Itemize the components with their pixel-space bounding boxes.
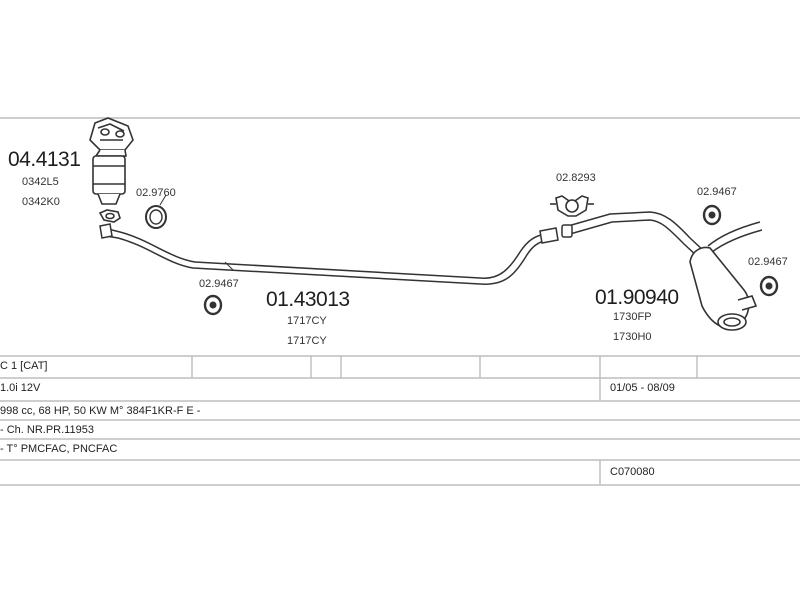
catalyst-code-1: 0342L5 [22, 176, 59, 188]
rear-rubber-hanger-top [702, 204, 722, 226]
rear-silencer-part-number: 01.90940 [595, 286, 679, 309]
spec-chassis: - Ch. NR.PR.11953 [0, 424, 94, 436]
front-rubber-hanger [203, 294, 223, 316]
spec-type: - T° PMCFAC, PNCFAC [0, 443, 118, 455]
front-hanger-part-number: 02.9467 [199, 278, 239, 290]
catalyst-part-number: 04.4131 [8, 148, 81, 171]
rear-silencer [689, 246, 758, 331]
clamp [550, 195, 594, 217]
catalyst-outlet-gasket [98, 209, 121, 223]
spec-model: C 1 [CAT] [0, 360, 48, 372]
front-pipe-code-1: 1717CY [287, 315, 327, 327]
front-pipe-part-number: 01.43013 [266, 288, 350, 311]
spec-years: 01/05 - 08/09 [610, 382, 675, 394]
front-gasket-part-number: 02.9760 [136, 187, 176, 199]
front-pipe [99, 223, 559, 285]
rear-silencer-code-1: 1730FP [613, 311, 652, 323]
spec-reference: C070080 [610, 466, 655, 478]
rear-silencer-code-2: 1730H0 [613, 331, 652, 343]
rear-pipe [561, 211, 763, 258]
catalytic-converter [89, 117, 134, 205]
front-pipe-code-2: 1717CY [287, 335, 327, 347]
rear-rubber-hanger-side [759, 275, 779, 297]
front-gasket-ring [145, 194, 167, 229]
clamp-part-number: 02.8293 [556, 172, 596, 184]
spec-engine: 1.0i 12V [0, 382, 41, 394]
spec-table-grid [0, 355, 800, 486]
spec-engine-details: 998 cc, 68 HP, 50 KW M° 384F1KR-F E - [0, 405, 201, 417]
rear-hanger-side-part-number: 02.9467 [748, 256, 788, 268]
rear-hanger-top-part-number: 02.9467 [697, 186, 737, 198]
catalyst-code-2: 0342K0 [22, 196, 60, 208]
